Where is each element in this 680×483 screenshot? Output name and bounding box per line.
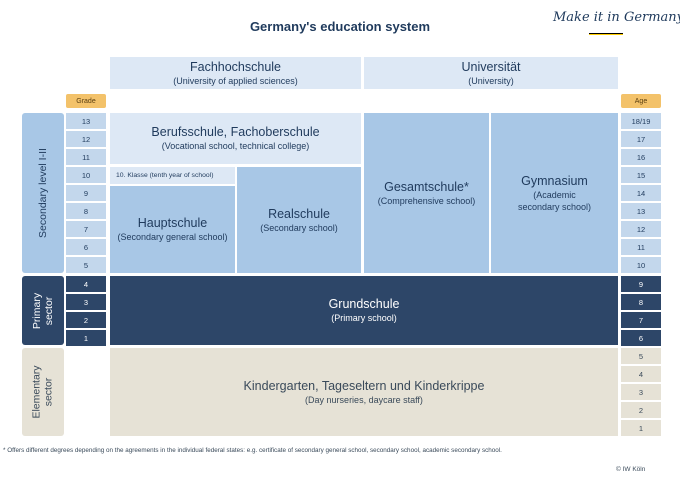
- grundschule-name: Grundschule: [328, 297, 400, 311]
- grade-cell: 12: [66, 131, 106, 147]
- grade-cell: 8: [66, 203, 106, 219]
- gesamtschule-box: Gesamtschule* (Comprehensive school): [364, 113, 489, 273]
- grundschule-sub: (Primary school): [331, 313, 397, 323]
- elementary-sector-line1: Elementary: [31, 365, 44, 419]
- realschule-box: Realschule (Secondary school): [237, 167, 361, 273]
- hauptschule-name: Hauptschule: [137, 216, 208, 230]
- gymnasium-box: Gymnasium (Academic secondary school): [491, 113, 618, 273]
- age-cell: 17: [621, 131, 661, 147]
- primary-sector-label: Primary sector: [22, 276, 64, 345]
- secondary-sector-label: Secondary level I-II: [22, 113, 64, 273]
- age-cell: 3: [621, 384, 661, 400]
- german-flag-stripes-icon: [589, 33, 623, 35]
- age-cell: 2: [621, 402, 661, 418]
- realschule-name: Realschule: [268, 206, 330, 221]
- fachhochschule-name: Fachhochschule: [189, 59, 282, 74]
- age-cell: 15: [621, 167, 661, 183]
- gymnasium-sub2: secondary school): [517, 201, 592, 212]
- make-it-in-germany-logo: Make it in Germany: [553, 10, 680, 42]
- age-cell: 4: [621, 366, 661, 382]
- berufsschule-sub: (Vocational school, technical college): [161, 141, 310, 151]
- age-cell: 5: [621, 348, 661, 364]
- kindergarten-sub: (Day nurseries, daycare staff): [305, 394, 423, 405]
- grade-cell: 13: [66, 113, 106, 129]
- fachhochschule-sub: (University of applied sciences): [173, 75, 298, 86]
- age-cell: 12: [621, 221, 661, 237]
- grade-cell: 10: [66, 167, 106, 183]
- secondary-sector-text: Secondary level I-II: [37, 148, 50, 238]
- grade-cell: 5: [66, 257, 106, 273]
- age-cell: 7: [621, 312, 661, 328]
- age-cell: 6: [621, 330, 661, 346]
- age-cell: 1: [621, 420, 661, 436]
- grade-cell: 4: [66, 276, 106, 292]
- elementary-sector-label: Elementary sector: [22, 348, 64, 436]
- age-cell: 16: [621, 149, 661, 165]
- age-cell: 8: [621, 294, 661, 310]
- universitaet-name: Universität: [461, 59, 521, 74]
- gymnasium-name: Gymnasium: [521, 173, 588, 188]
- grade-cell: 2: [66, 312, 106, 328]
- gesamtschule-sub: (Comprehensive school): [377, 195, 476, 206]
- primary-sector-line1: Primary: [30, 292, 43, 329]
- universitaet-sub: (University): [468, 75, 514, 86]
- age-cell: 9: [621, 276, 661, 292]
- fachhochschule-box: Fachhochschule (University of applied sc…: [110, 57, 361, 89]
- grade-cell: 1: [66, 330, 106, 346]
- primary-sector-text: Primary sector: [31, 292, 55, 328]
- age-header: Age: [621, 94, 661, 108]
- age-cell: 13: [621, 203, 661, 219]
- grade-cell: 11: [66, 149, 106, 165]
- realschule-sub: (Secondary school): [260, 222, 338, 233]
- grade-cell: 6: [66, 239, 106, 255]
- berufsschule-box: Berufsschule, Fachoberschule (Vocational…: [110, 113, 361, 164]
- kindergarten-name: Kindergarten, Tageseltern und Kinderkrip…: [243, 378, 485, 393]
- footnote: * Offers different degrees depending on …: [3, 447, 502, 454]
- age-cell: 14: [621, 185, 661, 201]
- age-cell: 18/19: [621, 113, 661, 129]
- universitaet-box: Universität (University): [364, 57, 618, 89]
- diagram-title: Germany's education system: [249, 19, 431, 34]
- credit: © IW Köln: [616, 466, 646, 473]
- primary-sector-line2: sector: [42, 296, 55, 325]
- berufsschule-name: Berufsschule, Fachoberschule: [151, 125, 320, 139]
- klasse-10-box: 10. Klasse (tenth year of school): [110, 167, 235, 184]
- grade-cell: 3: [66, 294, 106, 310]
- elementary-sector-text: Elementary sector: [31, 365, 55, 418]
- grundschule-box: Grundschule (Primary school): [110, 276, 618, 345]
- grade-cell: 9: [66, 185, 106, 201]
- logo-text: Make it in Germany: [553, 10, 680, 25]
- grade-cell: 7: [66, 221, 106, 237]
- grade-header: Grade: [66, 94, 106, 108]
- age-cell: 10: [621, 257, 661, 273]
- hauptschule-sub: (Secondary general school): [117, 232, 228, 242]
- kindergarten-box: Kindergarten, Tageseltern und Kinderkrip…: [110, 348, 618, 436]
- gymnasium-sub1: (Academic: [533, 189, 576, 200]
- gesamtschule-name: Gesamtschule*: [384, 179, 469, 194]
- hauptschule-box: Hauptschule (Secondary general school): [110, 186, 235, 273]
- elementary-sector-line2: sector: [43, 377, 56, 407]
- age-cell: 11: [621, 239, 661, 255]
